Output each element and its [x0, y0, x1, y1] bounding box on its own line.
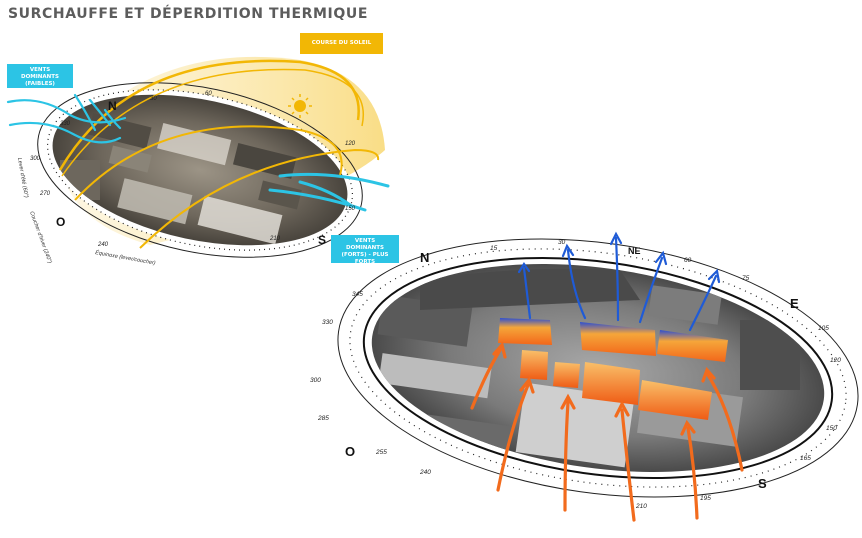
svg-text:255: 255 [375, 449, 387, 456]
svg-text:240: 240 [419, 469, 431, 476]
svg-text:60: 60 [205, 91, 212, 97]
svg-text:240: 240 [97, 242, 109, 248]
annotation-equinox: Équinoxe (lever/coucher) [95, 249, 157, 267]
cardinal-n-right: N [420, 250, 429, 265]
heated-buildings [498, 318, 728, 420]
wind-strong-arrows-right [470, 341, 744, 522]
winds-weak-label: VENTS DOMINANTS (FAIBLES) [7, 64, 73, 88]
svg-text:105: 105 [818, 325, 829, 332]
cardinal-ne-right: NE [628, 246, 641, 256]
cardinal-e-right: E [790, 296, 799, 311]
svg-text:30: 30 [558, 239, 566, 246]
svg-text:300: 300 [30, 156, 41, 162]
svg-text:150: 150 [345, 206, 356, 212]
compass-ring-outer-left [37, 82, 363, 258]
winds-strong-label: VENTS DOMINANTS (FORTS) - PLUS FORTS L'A… [331, 235, 399, 272]
cardinal-n-left: N [108, 99, 117, 113]
left-diagram: N S O 30 60 240 270 300 120 150 210 330 … [6, 56, 390, 267]
svg-text:330: 330 [322, 319, 333, 326]
wind-strong-arrows-left [268, 172, 390, 212]
compass-ticks-right: 15 30 60 75 105 120 150 165 195 210 240 … [310, 239, 841, 510]
heat-loss-arrows [517, 231, 721, 332]
svg-text:330: 330 [60, 121, 71, 127]
svg-text:285: 285 [317, 415, 329, 422]
cardinal-s-left: S [318, 233, 326, 247]
sun-icon [288, 94, 312, 118]
compass-ticks-left: 30 60 240 270 300 120 150 210 330 [30, 91, 356, 248]
svg-text:30: 30 [150, 96, 157, 102]
svg-text:270: 270 [39, 191, 51, 197]
svg-text:210: 210 [269, 236, 281, 242]
svg-text:150: 150 [826, 425, 837, 432]
sun-arc-equinox [74, 125, 343, 201]
svg-text:15: 15 [490, 245, 498, 252]
svg-text:165: 165 [800, 455, 811, 462]
cardinal-o-right: O [345, 444, 355, 459]
page-title: SURCHAUFFE ET DÉPERDITION THERMIQUE [8, 6, 369, 22]
sun-arc-summer-2 [61, 68, 364, 177]
svg-text:195: 195 [700, 495, 711, 502]
svg-text:300: 300 [310, 377, 321, 384]
annotation-summer-sunrise: Lever d'été (60°) [16, 157, 29, 198]
svg-text:75: 75 [742, 275, 750, 282]
svg-text:120: 120 [345, 141, 356, 147]
sun-path-label: COURSE DU SOLEIL [300, 33, 383, 54]
cardinal-s-right: S [758, 476, 767, 491]
svg-text:345: 345 [352, 291, 363, 298]
svg-text:60: 60 [684, 257, 692, 264]
annotation-winter-sunset: Coucher d'hiver (240°) [28, 211, 52, 265]
sun-arc-winter [139, 148, 380, 249]
compass-ring-inner-right [362, 257, 834, 479]
svg-text:120: 120 [830, 357, 841, 364]
cardinal-o-left: O [56, 215, 65, 229]
wind-weak-arrows [6, 93, 127, 144]
right-diagram: N NE E S O 15 30 60 75 105 120 150 165 1… [310, 231, 859, 522]
svg-text:210: 210 [635, 503, 647, 510]
